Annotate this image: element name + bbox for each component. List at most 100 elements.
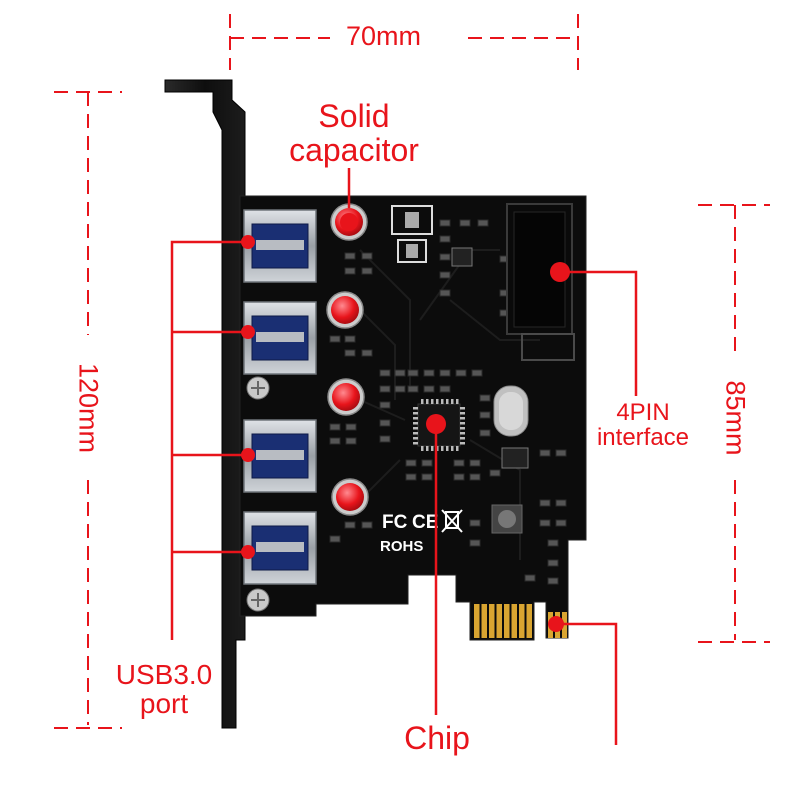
smd-component <box>329 437 341 445</box>
smd-component <box>361 252 373 260</box>
smd-component <box>555 449 567 457</box>
chip-pin <box>413 432 418 435</box>
chip-pin <box>446 399 449 404</box>
smd-component <box>344 335 356 343</box>
weee-bin-icon <box>441 509 463 533</box>
smd-component <box>489 469 501 477</box>
leader-markers <box>241 213 570 632</box>
regulator-outline <box>391 205 433 235</box>
usb-port-contacts <box>256 542 304 552</box>
smd-component <box>469 539 481 547</box>
smd-component <box>421 473 433 481</box>
smd-component <box>329 423 341 431</box>
smd-component <box>547 539 559 547</box>
chip-pin <box>413 427 418 430</box>
chip-pin <box>413 407 418 410</box>
chip-pin <box>460 417 465 420</box>
smd-component <box>539 449 551 457</box>
usb-label: USB3.0 port <box>104 660 224 719</box>
gold-finger <box>496 604 502 638</box>
smd-component <box>394 369 406 377</box>
callout-dot <box>241 545 255 559</box>
smd-component <box>361 521 373 529</box>
capacitor-label-line1: Solid <box>318 98 390 134</box>
callout-dot <box>241 235 255 249</box>
smd-component <box>405 459 417 467</box>
regulator <box>406 244 418 258</box>
usb-label-line2: port <box>139 688 189 720</box>
fc-mark: FC <box>382 512 408 533</box>
usb-port-contacts <box>256 332 304 342</box>
callout-dot <box>550 262 570 282</box>
solid-capacitor <box>332 383 360 411</box>
gold-finger <box>519 604 525 638</box>
usb-port-contacts <box>256 450 304 460</box>
smd-component <box>405 473 417 481</box>
chip-pin <box>426 399 429 404</box>
smd-component <box>555 499 567 507</box>
width-dimension-label: 70mm <box>346 21 422 51</box>
capacitor-label-line2: capacitor <box>289 131 419 168</box>
usb-port <box>243 511 317 585</box>
usb-port-contacts <box>256 240 304 250</box>
smd-component <box>344 349 356 357</box>
usb-port <box>243 301 317 375</box>
smd-component <box>379 435 391 443</box>
solid-capacitor <box>336 483 364 511</box>
height-left-dimension-label: 120mm <box>73 362 104 454</box>
chip-pin <box>441 446 444 451</box>
smd-component <box>361 267 373 275</box>
smd-component <box>539 519 551 527</box>
4pin-label-line1: 4PIN <box>616 399 670 426</box>
4pin-label-line2: interface <box>596 424 690 452</box>
chip-label: Chip <box>404 720 470 756</box>
chip-pin <box>460 442 465 445</box>
dimension-lines <box>54 14 770 729</box>
smd-component <box>439 369 451 377</box>
smd-component <box>361 349 373 357</box>
chip-pin <box>421 399 424 404</box>
smd-component <box>329 335 341 343</box>
metal-bracket <box>164 79 252 729</box>
smd-component <box>547 559 559 567</box>
chip-pin <box>460 407 465 410</box>
smd-component <box>439 271 451 279</box>
callout-dot <box>241 325 255 339</box>
smd-component <box>329 535 341 543</box>
controller-chip <box>413 399 465 451</box>
4pin-label: 4PIN interface <box>588 399 698 452</box>
smd-component <box>344 252 356 260</box>
smd-component <box>459 219 471 227</box>
usb-port <box>243 209 317 283</box>
callout-dot <box>241 448 255 462</box>
chip-pin <box>426 446 429 451</box>
gold-finger <box>474 604 480 638</box>
smd-component <box>539 499 551 507</box>
chip-pin <box>413 437 418 440</box>
usb-label-line1: USB3.0 <box>115 659 213 690</box>
smd-component <box>469 473 481 481</box>
smd-component <box>439 253 451 261</box>
chip-pin <box>460 422 465 425</box>
callout-dot <box>548 616 564 632</box>
callout-dot <box>340 213 358 231</box>
smd-component <box>421 459 433 467</box>
smd-component <box>344 267 356 275</box>
chip-pin <box>421 446 424 451</box>
smd-component <box>379 385 391 393</box>
smd-component <box>455 369 467 377</box>
chip-pin <box>413 417 418 420</box>
gold-finger <box>489 604 495 638</box>
smd-component <box>345 437 357 445</box>
smd-component <box>407 385 419 393</box>
smd-component <box>423 385 435 393</box>
smd-component <box>453 473 465 481</box>
solid-capacitor-group <box>326 203 369 516</box>
smd-component <box>439 385 451 393</box>
chip-pin <box>431 399 434 404</box>
chip-pin <box>460 427 465 430</box>
chip-pin <box>451 446 454 451</box>
smd-components <box>329 205 567 585</box>
